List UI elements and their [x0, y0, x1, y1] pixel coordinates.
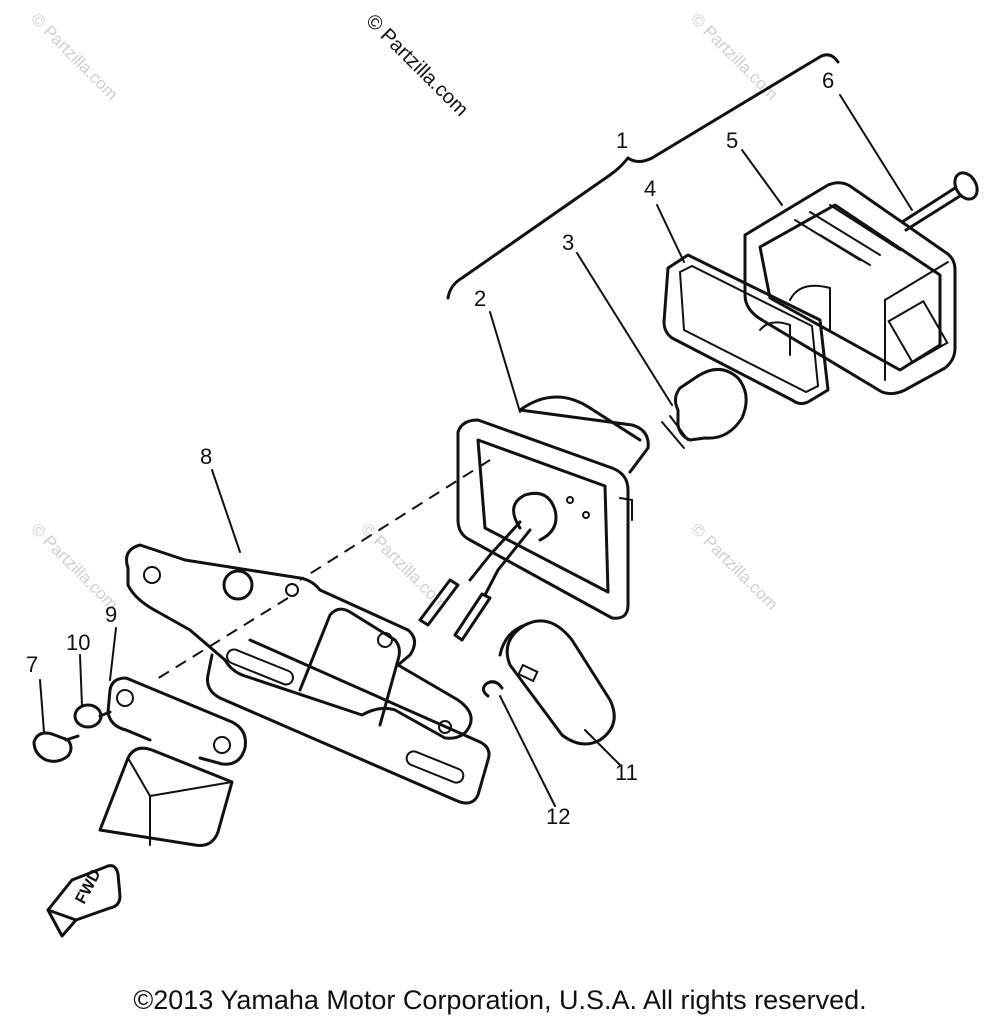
watermark-faint: © Partzilla.com [357, 519, 451, 613]
watermark-faint: © Partzilla.com [27, 519, 121, 613]
assembly-guide-line [151, 597, 289, 683]
part-3-bulb [661, 368, 748, 449]
part-2-base-housing [456, 395, 650, 620]
callout-9: 9 [105, 602, 117, 627]
part-6-screw [900, 171, 979, 232]
callout-7: 7 [26, 652, 38, 677]
part-11-lens [498, 619, 616, 746]
part-10-nut [73, 703, 112, 729]
assembly-bracket [446, 53, 840, 300]
copyright-notice: ©2013 Yamaha Motor Corporation, U.S.A. A… [133, 985, 867, 1015]
callout-labels: 1 2 3 4 5 6 7 8 9 10 11 12 [26, 68, 834, 829]
part-9-reflector [98, 676, 247, 847]
callout-1: 1 [616, 128, 628, 153]
watermark-faint: © Partzilla.com [27, 9, 121, 103]
callout-6: 6 [822, 68, 834, 93]
watermark-main: © Partzilla.com [361, 10, 472, 121]
part-8-bracket [125, 543, 491, 805]
watermark-faint: © Partzilla.com [687, 519, 781, 613]
part-4-gasket [662, 253, 830, 406]
callout-3: 3 [562, 230, 574, 255]
part-5-lens-housing [743, 181, 957, 396]
callout-12: 12 [546, 804, 570, 829]
callout-4: 4 [644, 176, 656, 201]
part-7-bolt [32, 731, 80, 763]
callout-8: 8 [200, 444, 212, 469]
part-12-washer [481, 680, 504, 698]
callout-2: 2 [474, 286, 486, 311]
watermark-layer: © Partzilla.com © Partzilla.com © Partzi… [27, 9, 781, 613]
assembly-guide-line [299, 459, 491, 581]
leader-lines [39, 94, 913, 807]
wire-leads [418, 520, 532, 642]
callout-11: 11 [615, 760, 638, 785]
fwd-arrow-icon: FWD [46, 864, 122, 938]
callout-5: 5 [726, 128, 738, 153]
callout-10: 10 [66, 630, 90, 655]
